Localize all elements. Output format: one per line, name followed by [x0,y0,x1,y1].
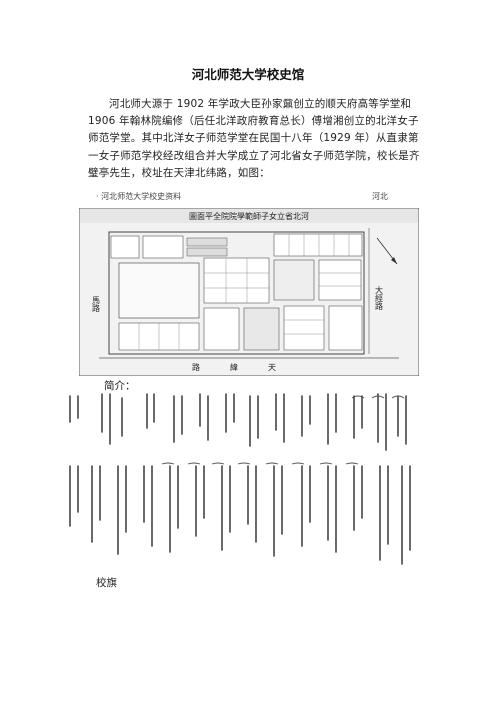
intro-label: 简介： [104,380,136,392]
map-road-right: 大經路 [375,285,384,310]
map-caption-left: · 河北师范大学校史资料 [96,192,182,201]
campus-map-image: 圖面平全院院學範師子女立省北河 馬路 大經路 路緯天 [79,208,419,376]
map-road-left: 馬路 [92,296,101,312]
map-caption-row: · 河北师范大学校史资料 河北 [96,191,396,205]
map-road-bottom: 路緯天 [192,362,306,372]
page-title: 河北师范大学校史馆 [191,67,305,82]
handwritten-introduction-image-bottom [62,462,414,570]
map-header: 圖面平全院院學範師子女立省北河 [189,211,309,221]
handwritten-introduction-image-top [62,392,414,454]
flag-label: 校旗 [96,577,117,589]
intro-paragraph: 河北师大源于 1902 年学政大臣孙家鼐创立的顺天府高等学堂和 1906 年翰林… [88,98,420,179]
map-caption-right: 河北 [372,192,388,201]
